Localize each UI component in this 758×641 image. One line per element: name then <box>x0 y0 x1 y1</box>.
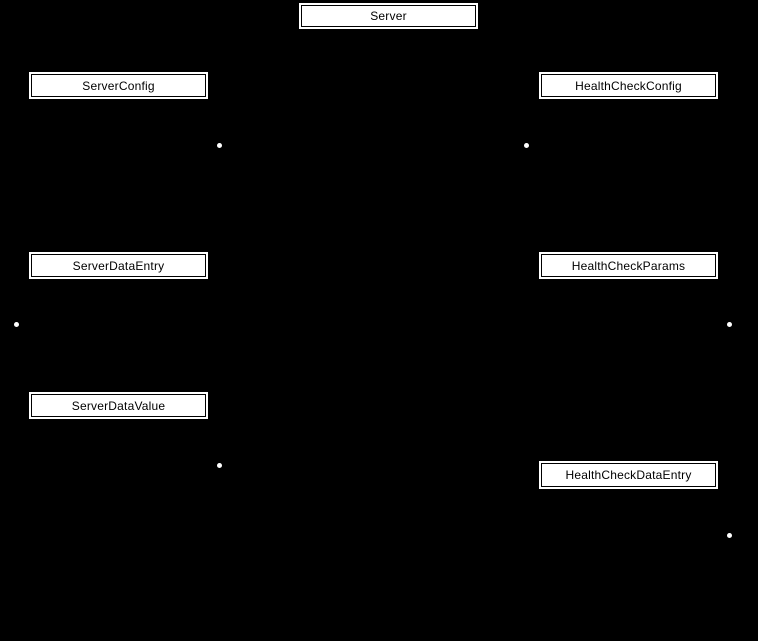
node-health-check-config: HealthCheckConfig <box>539 72 718 99</box>
edge-endpoint-dot <box>727 533 732 538</box>
edge-endpoint-dot <box>524 143 529 148</box>
node-server-config-label: ServerConfig <box>82 78 155 93</box>
node-server-data-value: ServerDataValue <box>29 392 208 419</box>
node-health-check-params-label: HealthCheckParams <box>571 258 686 273</box>
node-server-data-entry: ServerDataEntry <box>29 252 208 279</box>
node-health-check-params: HealthCheckParams <box>539 252 718 279</box>
edge-endpoint-dot <box>217 463 222 468</box>
node-health-check-data-entry: HealthCheckDataEntry <box>539 461 718 489</box>
node-server-data-entry-label: ServerDataEntry <box>72 258 165 273</box>
node-health-check-config-label: HealthCheckConfig <box>575 78 682 93</box>
node-server-label: Server <box>370 9 407 23</box>
edge-endpoint-dot <box>217 143 222 148</box>
edge-endpoint-dot <box>14 322 19 327</box>
node-server-config: ServerConfig <box>29 72 208 99</box>
node-server-data-value-label: ServerDataValue <box>71 398 166 413</box>
node-health-check-data-entry-label: HealthCheckDataEntry <box>565 468 692 482</box>
edge-endpoint-dot <box>727 322 732 327</box>
node-server: Server <box>299 3 478 29</box>
